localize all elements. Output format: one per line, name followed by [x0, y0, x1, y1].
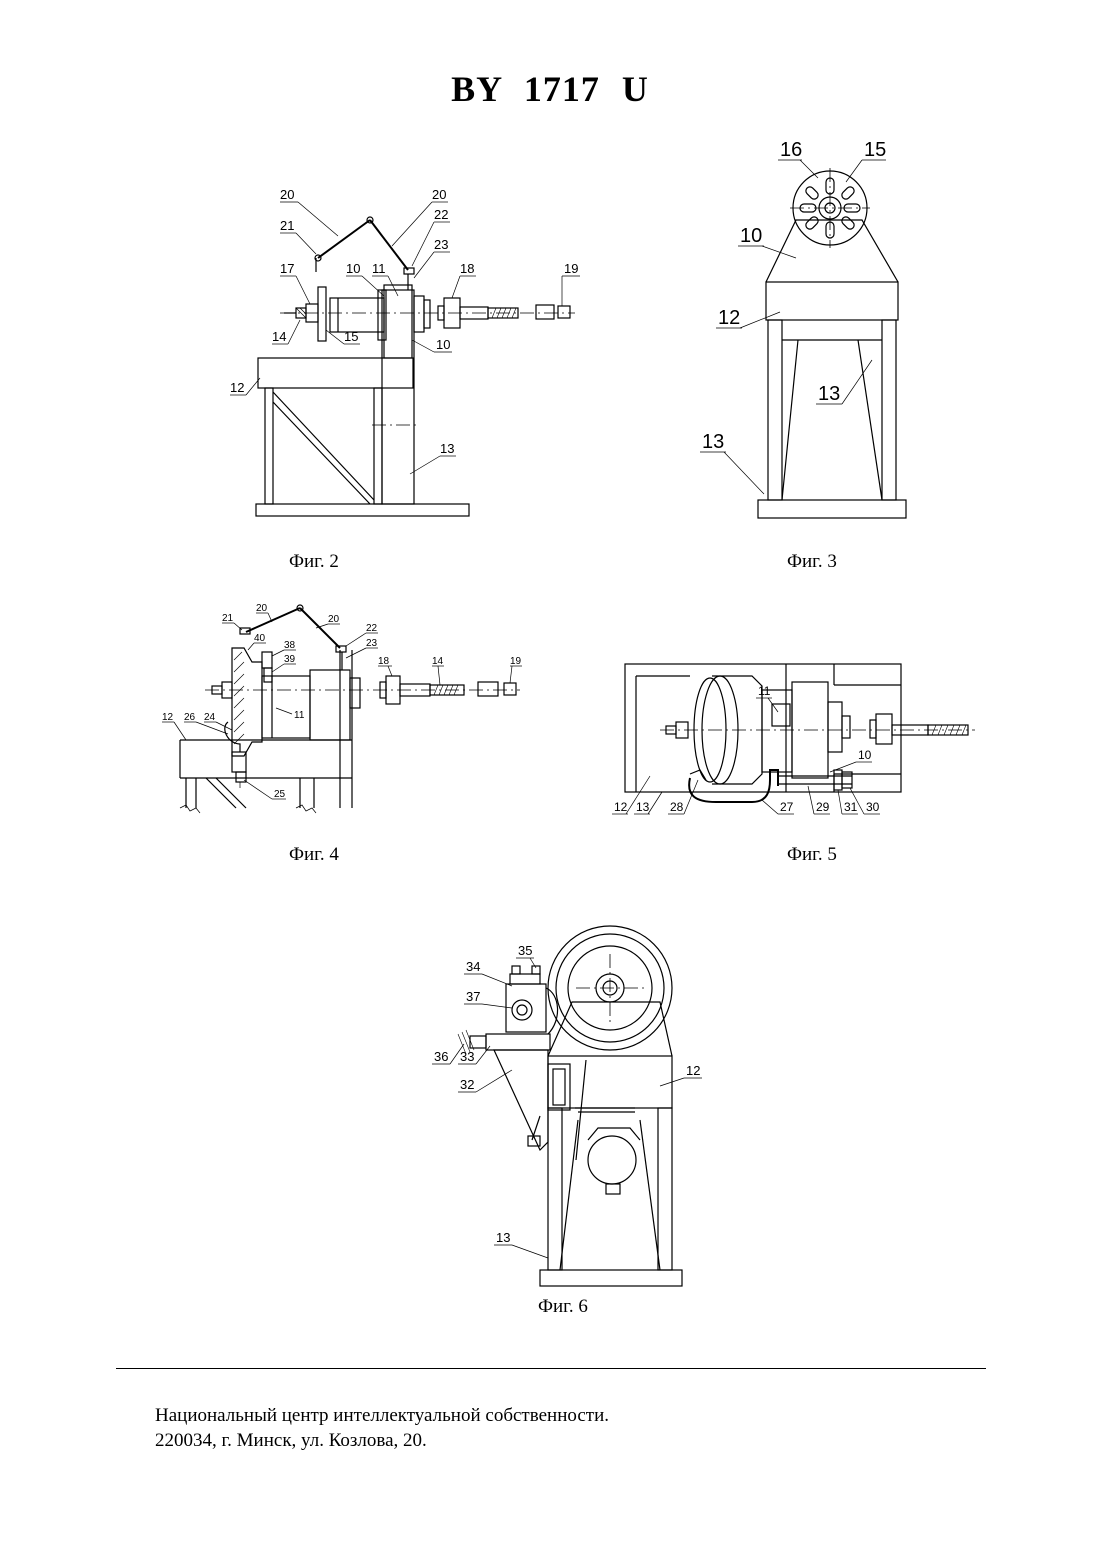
- footer: Национальный центр интеллектуальной собс…: [155, 1403, 609, 1453]
- figure-6-drawing: 35 34 37 36 33 32 12 13: [0, 0, 800, 1300]
- figure-6-label-34: 34: [466, 959, 480, 974]
- footer-divider: [116, 1368, 986, 1369]
- figure-6: 35 34 37 36 33 32 12 13: [0, 0, 800, 1300]
- figure-6-label-32: 32: [460, 1077, 474, 1092]
- figure-6-label-33: 33: [460, 1049, 474, 1064]
- figure-6-caption: Фиг. 6: [538, 1296, 588, 1318]
- figure-6-label-36: 36: [434, 1049, 448, 1064]
- figure-5-label-10: 10: [858, 748, 872, 762]
- footer-address: 220034, г. Минск, ул. Козлова, 20.: [155, 1428, 609, 1453]
- figure-5-label-31: 31: [844, 800, 858, 814]
- footer-organization: Национальный центр интеллектуальной собс…: [155, 1403, 609, 1428]
- figure-6-label-13: 13: [496, 1230, 510, 1245]
- figure-5-label-30: 30: [866, 800, 880, 814]
- figure-5-label-29: 29: [816, 800, 830, 814]
- figure-6-label-35: 35: [518, 943, 532, 958]
- figure-6-label-37: 37: [466, 989, 480, 1004]
- figure-6-label-12: 12: [686, 1063, 700, 1078]
